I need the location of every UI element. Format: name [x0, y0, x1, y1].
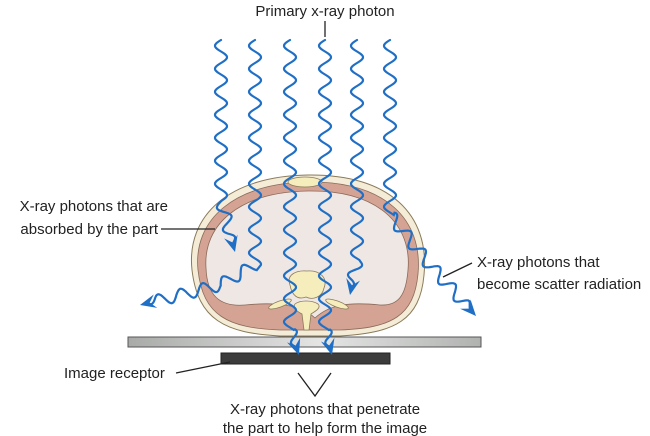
label-scatter-line1: X-ray photons that [477, 254, 600, 271]
photon-scatter-left [147, 38, 263, 306]
vertebra-body [288, 270, 326, 299]
body-cross-section [190, 174, 426, 337]
arrowhead-icon [346, 277, 361, 295]
sternum-bone [287, 176, 323, 188]
image-receptor [220, 352, 391, 365]
arrowhead-icon [460, 299, 476, 316]
leader-penetrate [297, 372, 332, 398]
photon-penetrate-2 [317, 38, 333, 348]
arrowhead-icon [224, 234, 238, 252]
table-top [127, 336, 482, 348]
photon-absorbed-right [346, 38, 365, 288]
rib-right [325, 298, 349, 310]
arrowhead-icon [320, 337, 335, 355]
photon-penetrate-1 [282, 38, 299, 349]
label-absorbed-line1: X-ray photons that are [20, 198, 168, 215]
arrowhead-icon [286, 337, 301, 355]
label-image-receptor: Image receptor [64, 365, 165, 382]
interior [205, 190, 409, 319]
leader-scatter [442, 262, 473, 278]
arrowhead-icon [140, 294, 158, 308]
photon-scatter-right [382, 38, 472, 311]
leader-receptor [175, 361, 231, 374]
label-absorbed-line2: absorbed by the part [20, 221, 158, 238]
photon-waves [140, 38, 476, 355]
label-penetrate-line2: the part to help form the image [223, 420, 427, 436]
label-scatter-line2: become scatter radiation [477, 276, 641, 293]
label-penetrate-line1: X-ray photons that penetrate [230, 401, 420, 418]
photon-absorbed-left [213, 38, 237, 245]
label-primary-photon: Primary x-ray photon [255, 3, 394, 20]
